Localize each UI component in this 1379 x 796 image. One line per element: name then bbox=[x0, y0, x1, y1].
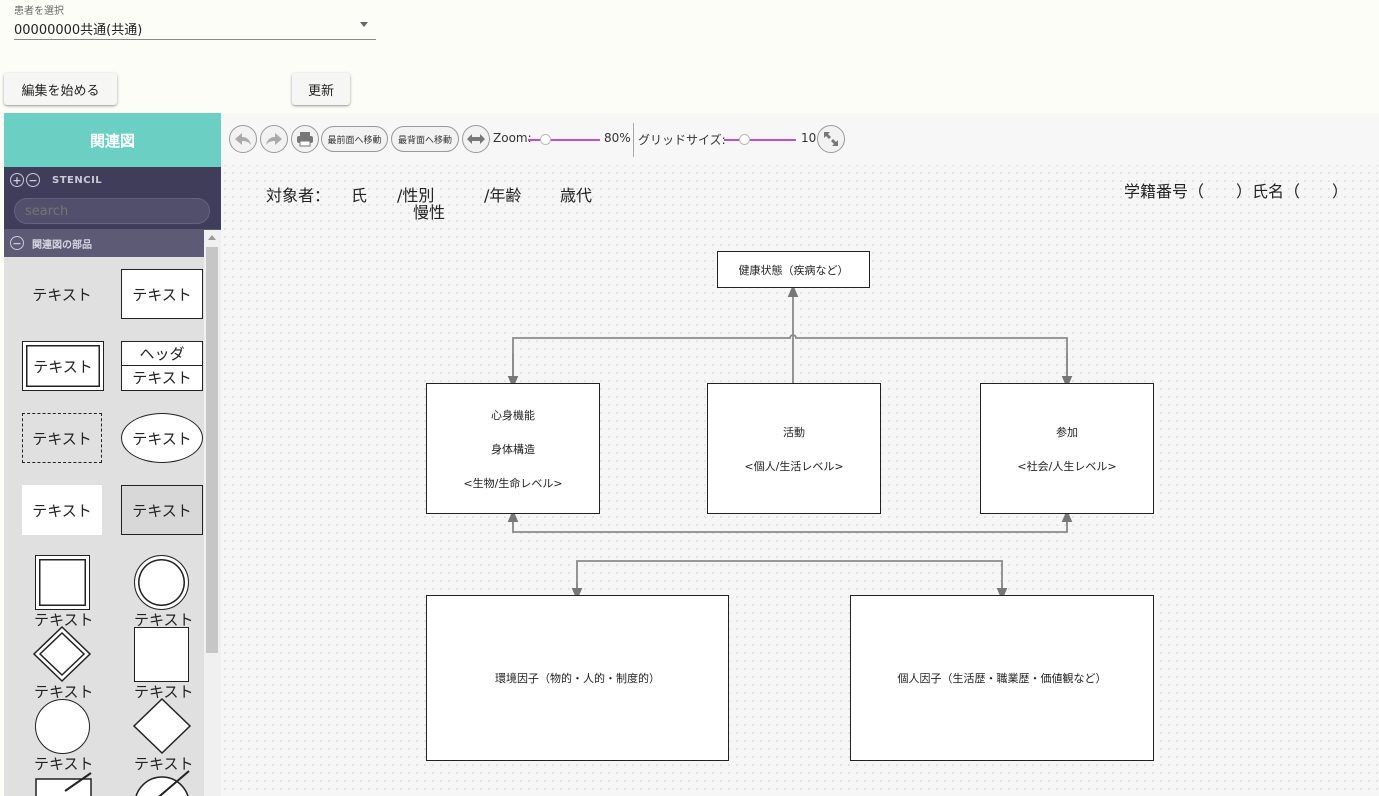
personal-factors-text: 個人因子（生活歴・職業歴・価値観など） bbox=[897, 672, 1107, 685]
square-icon[interactable] bbox=[134, 627, 189, 682]
sidebar-title: 関連図 bbox=[4, 113, 221, 167]
student-info-label: 学籍番号（ ）氏名（ ） bbox=[1124, 182, 1349, 201]
body-function-line1: 心身機能 bbox=[491, 408, 535, 422]
activity-node[interactable]: 活動 <個人/生活レベル> bbox=[707, 383, 881, 514]
gender-label: /性別 bbox=[397, 186, 435, 205]
zoom-label: Zoom: bbox=[493, 131, 532, 145]
undo-button[interactable] bbox=[229, 125, 257, 153]
diamond-icon[interactable] bbox=[132, 697, 192, 755]
header-shape-title: ヘッダ bbox=[122, 342, 202, 366]
redo-button[interactable] bbox=[260, 125, 288, 153]
zoom-slider-knob[interactable] bbox=[540, 134, 551, 145]
plain-text-shape[interactable]: テキスト bbox=[32, 285, 92, 304]
patient-select-value: 00000000共通(共通) bbox=[14, 23, 143, 38]
expand-all-icon[interactable]: + bbox=[10, 173, 24, 187]
ellipse-text-shape[interactable]: テキスト bbox=[121, 413, 203, 463]
body-function-line3: <生物/生命レベル> bbox=[463, 476, 563, 490]
health-condition-node[interactable]: 健康状態（疾病など） bbox=[717, 251, 870, 288]
header-text-shape[interactable]: ヘッダ テキスト bbox=[121, 341, 203, 391]
chronic-label: 慢性 bbox=[413, 203, 446, 222]
header-shape-body: テキスト bbox=[132, 368, 192, 387]
stencil-group-label: 関連図の部品 bbox=[32, 239, 92, 251]
square-label: テキスト bbox=[134, 683, 194, 701]
surname-label: 氏 bbox=[351, 186, 368, 205]
double-diamond-label: テキスト bbox=[34, 683, 94, 701]
print-button[interactable] bbox=[291, 125, 319, 153]
environmental-factors-text: 環境因子（物的・人的・制度的） bbox=[495, 672, 660, 685]
zoom-slider-line bbox=[528, 139, 600, 141]
zoom-value: 80% bbox=[604, 131, 631, 145]
double-circle-label: テキスト bbox=[134, 611, 194, 629]
subject-label: 対象者： bbox=[266, 186, 331, 205]
crossed-square-icon[interactable] bbox=[35, 771, 92, 796]
double-square-label: テキスト bbox=[34, 611, 94, 629]
undo-icon bbox=[235, 133, 251, 145]
stencil-search-input[interactable] bbox=[14, 198, 210, 224]
patient-select[interactable]: 患者を選択 00000000共通(共通) bbox=[14, 2, 376, 40]
stencil-sidebar: 関連図 + − STENCIL − 関連図の部品 テキスト テキスト テキスト … bbox=[4, 113, 221, 796]
activity-line1: 活動 bbox=[783, 425, 805, 439]
grid-size-value: 10 bbox=[801, 131, 817, 145]
participation-line1: 参加 bbox=[1056, 425, 1078, 439]
update-button[interactable]: 更新 bbox=[292, 73, 350, 105]
scrollbar-thumb[interactable] bbox=[206, 247, 218, 653]
body-function-line2: 身体構造 bbox=[491, 442, 535, 456]
stencil-label: STENCIL bbox=[52, 174, 103, 186]
double-square-icon[interactable] bbox=[35, 555, 90, 610]
stencil-group-header[interactable]: − 関連図の部品 bbox=[4, 229, 221, 257]
grid-size-label: グリッドサイズ: bbox=[638, 133, 726, 147]
body-function-node[interactable]: 心身機能 身体構造 <生物/生命レベル> bbox=[426, 383, 600, 514]
fullscreen-button[interactable] bbox=[817, 125, 845, 153]
personal-factors-node[interactable]: 個人因子（生活歴・職業歴・価値観など） bbox=[850, 595, 1154, 761]
age-group-label: 歳代 bbox=[560, 186, 593, 205]
fit-width-button[interactable] bbox=[462, 125, 490, 153]
environmental-factors-node[interactable]: 環境因子（物的・人的・制度的） bbox=[426, 595, 729, 761]
stencil-palette: テキスト テキスト テキスト ヘッダ テキスト テキスト テキスト テキスト テ… bbox=[4, 257, 204, 796]
palette-scrollbar[interactable] bbox=[204, 230, 221, 796]
scroll-up-icon[interactable] bbox=[208, 235, 216, 240]
stencil-bar: + − STENCIL bbox=[4, 167, 221, 229]
double-diamond-icon[interactable] bbox=[32, 625, 92, 683]
zoom-slider[interactable] bbox=[528, 125, 600, 153]
bring-front-button[interactable]: 最前面へ移動 bbox=[321, 126, 388, 152]
dropdown-caret-icon[interactable] bbox=[360, 22, 368, 27]
activity-line2: <個人/生活レベル> bbox=[744, 459, 844, 473]
circle-label: テキスト bbox=[34, 755, 94, 773]
expand-icon bbox=[824, 132, 838, 146]
diamond-label: テキスト bbox=[134, 755, 194, 773]
age-label: /年齢 bbox=[484, 186, 522, 205]
horizontal-arrows-icon bbox=[467, 134, 485, 144]
participation-line2: <社会/人生レベル> bbox=[1017, 459, 1117, 473]
dashed-text-shape[interactable]: テキスト bbox=[22, 413, 102, 463]
gray-text-shape[interactable]: テキスト bbox=[121, 485, 203, 535]
grid-slider[interactable] bbox=[724, 125, 796, 153]
grid-slider-knob[interactable] bbox=[739, 134, 750, 145]
double-border-text-shape[interactable]: テキスト bbox=[22, 341, 104, 391]
toolbar-separator bbox=[633, 123, 634, 157]
start-edit-button[interactable]: 編集を始める bbox=[4, 73, 117, 105]
redo-icon bbox=[266, 133, 282, 145]
health-condition-text: 健康状態（疾病など） bbox=[738, 263, 849, 277]
connector-lines bbox=[507, 284, 1073, 601]
crossed-circle-icon[interactable] bbox=[134, 769, 194, 796]
collapse-all-icon[interactable]: − bbox=[26, 173, 40, 187]
diagram-toolbar: 最前面へ移動 最背面へ移動 Zoom: 80% グリッドサイズ: 10 bbox=[221, 113, 1379, 165]
grid-slider-line bbox=[724, 139, 796, 141]
diagram-canvas[interactable]: 最前面へ移動 最背面へ移動 Zoom: 80% グリッドサイズ: 10 対象者：… bbox=[221, 113, 1379, 796]
send-back-button[interactable]: 最背面へ移動 bbox=[391, 126, 459, 152]
circle-icon[interactable] bbox=[35, 699, 90, 754]
patient-select-label: 患者を選択 bbox=[14, 6, 64, 17]
double-circle-icon[interactable] bbox=[134, 555, 189, 610]
participation-node[interactable]: 参加 <社会/人生レベル> bbox=[980, 383, 1154, 514]
text-box-shape[interactable]: テキスト bbox=[121, 269, 203, 319]
print-icon bbox=[297, 132, 313, 147]
collapse-group-icon[interactable]: − bbox=[10, 236, 24, 250]
filled-text-shape[interactable]: テキスト bbox=[22, 485, 102, 535]
